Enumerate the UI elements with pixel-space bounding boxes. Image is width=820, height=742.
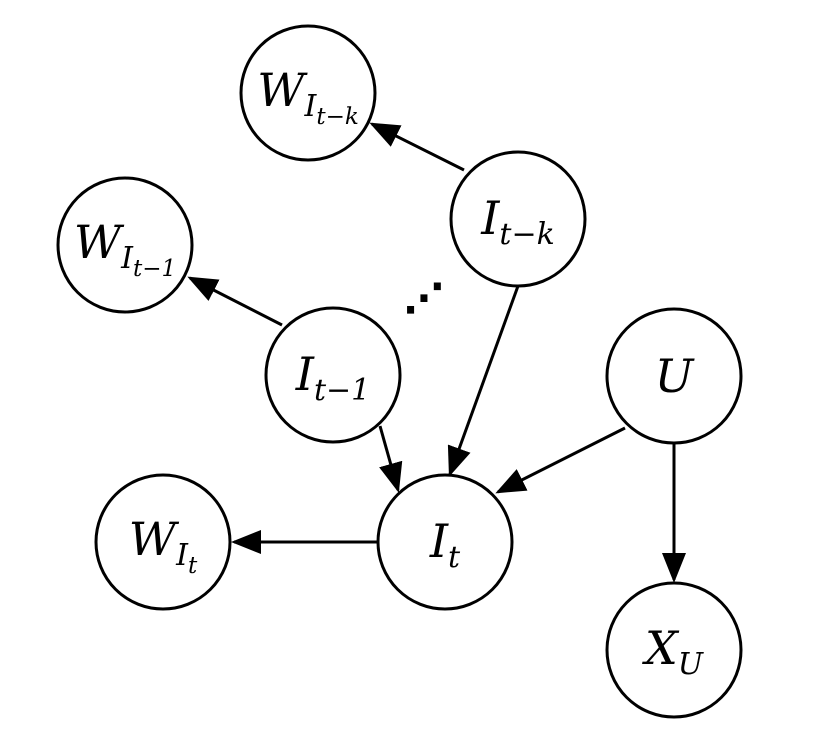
node-w-it-k: WIt−k (239, 24, 377, 162)
svg-text:It−1: It−1 (295, 347, 370, 408)
node-i-t-1: It−1 (264, 306, 402, 444)
node-i-t-k: It−k (449, 150, 587, 288)
edge-u-to-it (495, 426, 626, 494)
node-w-it: WIt (94, 473, 232, 611)
node-i-t: It (376, 473, 514, 611)
svg-text:WIt: WIt (129, 512, 198, 579)
svg-text:It−k: It−k (480, 191, 555, 252)
node-w-it-1: WIt−1 (56, 176, 194, 314)
node-x-u: XU (605, 581, 743, 719)
svg-text:U: U (655, 349, 696, 403)
edge-it1-to-wit1 (187, 276, 283, 327)
edges (187, 122, 686, 583)
edge-it1-to-it (378, 425, 403, 493)
svg-text:WIt−k: WIt−k (257, 63, 359, 130)
edge-itk-to-it (447, 285, 520, 477)
svg-text:It: It (429, 514, 461, 575)
edge-itk-to-witk (369, 122, 465, 172)
ellipsis-marker: ⋰ (404, 276, 444, 322)
svg-text:WIt−1: WIt−1 (74, 215, 176, 282)
node-u: U (605, 307, 743, 445)
svg-text:XU: XU (642, 621, 705, 682)
